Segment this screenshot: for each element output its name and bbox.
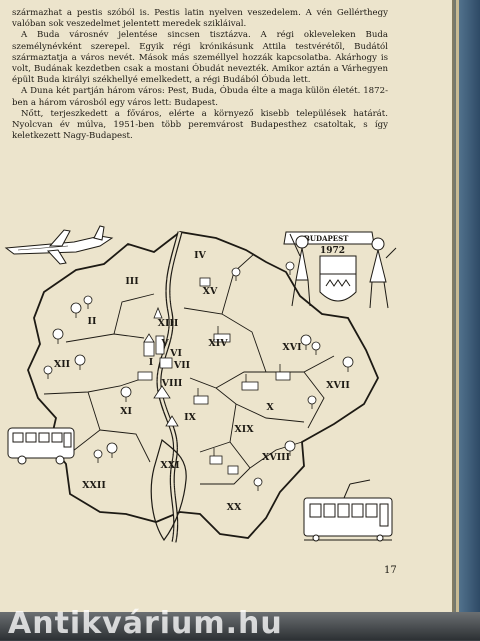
district-label-xiii: XIII (158, 318, 179, 329)
district-label-xviii: XVIII (262, 452, 291, 463)
district-label-ii: II (88, 316, 97, 327)
district-label-xxi: XXI (160, 460, 180, 471)
district-label-xiv: XIV (208, 338, 228, 349)
page-number: 17 (384, 565, 397, 576)
paragraph-2: A Buda városnév jelentése sincsen tisztá… (12, 30, 388, 86)
emblem-year: 1972 (320, 246, 345, 256)
map-icons (43, 261, 354, 491)
watermark-text: Antikvárium.hu (8, 606, 283, 641)
coat-of-arms-illustration: BUDAPEST 1972 (283, 231, 397, 309)
emblem-title: BUDAPEST (304, 234, 349, 243)
district-label-xi: XI (120, 406, 132, 417)
district-label-vii: VII (173, 360, 191, 371)
district-label-xvi: XVI (282, 342, 302, 353)
district-label-xix: XIX (234, 424, 254, 435)
district-label-ix: IX (184, 412, 196, 423)
district-label-iv: IV (194, 250, 206, 261)
adjacent-book-cover (452, 0, 480, 640)
district-borders (43, 253, 335, 485)
body-text: származhat a pestis szóból is. Pestis la… (12, 8, 388, 142)
district-label-viii: VIII (161, 378, 183, 389)
district-label-xxii: XXII (82, 480, 106, 491)
district-label-xvii: XVII (326, 380, 350, 391)
district-label-v: V (160, 338, 169, 349)
paragraph-3: A Duna két partján három város: Pest, Bu… (12, 86, 388, 108)
table-surface (0, 612, 480, 640)
district-label-xii: XII (54, 359, 71, 370)
bus-illustration (7, 427, 75, 465)
paragraph-4: Nőtt, terjeszkedett a főváros, elérte a … (12, 108, 388, 142)
book-page: származhat a pestis szóból is. Pestis la… (0, 0, 452, 626)
tram-illustration (303, 479, 393, 542)
district-label-vi: VI (169, 348, 182, 359)
paragraph-1: származhat a pestis szóból is. Pestis la… (12, 8, 388, 30)
budapest-district-map: IIIIIIIVVVIVIIVIIIIXXXIXIIXIIIXIVXVXVIXV… (4, 225, 397, 543)
district-label-x: X (266, 402, 274, 413)
city-center-buildings (137, 306, 173, 381)
district-label-iii: III (125, 276, 139, 287)
district-label-xx: XX (227, 502, 242, 513)
csepel-island (150, 438, 187, 542)
district-label-i: I (149, 357, 154, 368)
airplane-illustration (4, 225, 114, 265)
district-label-xv: XV (203, 286, 218, 297)
district-labels: IIIIIIIVVVIVIIVIIIIXXXIXIIXIIIXIVXVXVIXV… (54, 250, 350, 513)
